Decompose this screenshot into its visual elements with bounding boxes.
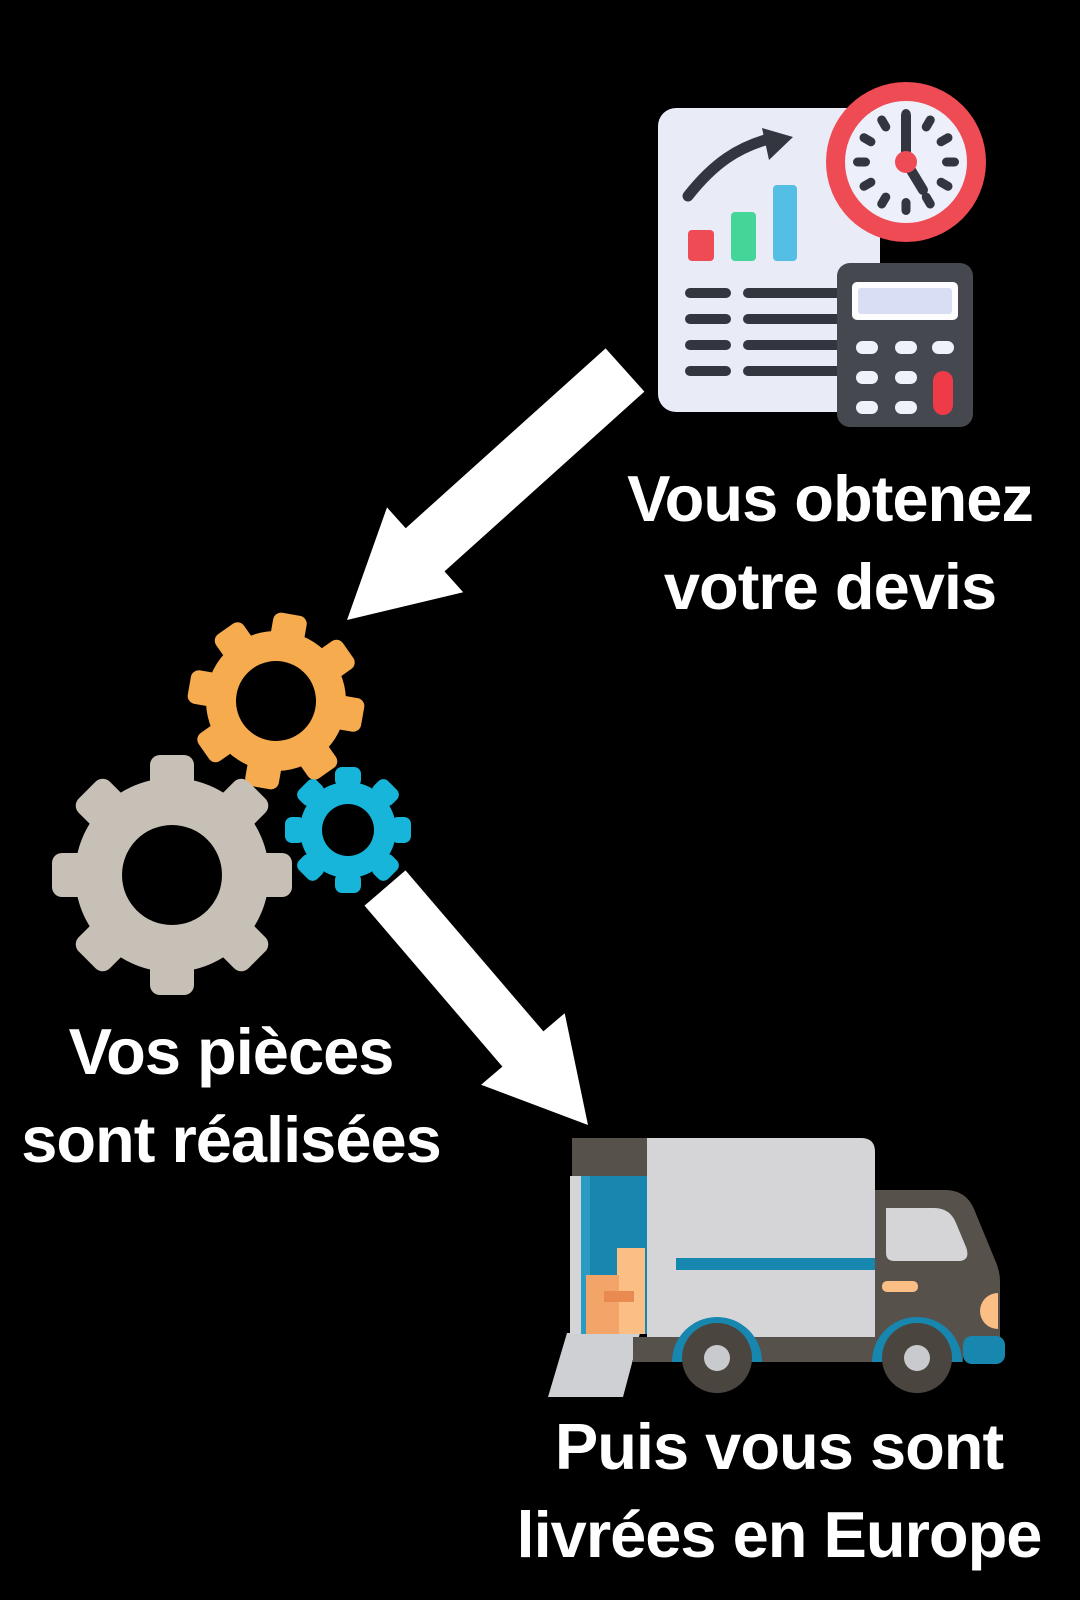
truck-cargo-body	[647, 1138, 875, 1340]
rear-wheel-hub	[704, 1345, 730, 1371]
truck-window	[886, 1208, 968, 1261]
truck-stripe	[676, 1258, 875, 1270]
growth-arrow-icon	[682, 132, 778, 202]
truck-headlight	[980, 1293, 998, 1329]
growth-arrow-head	[762, 128, 793, 160]
delivery-truck-icon	[548, 1138, 1005, 1397]
step-delivery-label-line1: Puis vous sont	[554, 1410, 1004, 1483]
step-delivery-label: Puis vous sont livrées en Europe	[494, 1403, 1064, 1579]
gear-blue-icon	[285, 767, 411, 893]
gear-orange-icon	[187, 612, 365, 790]
truck-door-frame	[570, 1176, 581, 1334]
truck-door-handle	[882, 1281, 918, 1292]
clock-icon	[826, 82, 986, 242]
step-quote-label-line1: Vous obtenez	[627, 462, 1034, 535]
quote-illustration	[658, 82, 986, 427]
document-text-lines	[685, 288, 855, 376]
bar-red	[688, 230, 714, 261]
truck-door-header	[572, 1138, 648, 1177]
bar-chart-icon	[688, 185, 797, 261]
truck-cargo-interior-highlight	[581, 1176, 590, 1334]
cargo-box-stripe	[604, 1291, 634, 1302]
step-quote-label: Vous obtenez votre devis	[580, 455, 1080, 631]
gear-gray-icon	[52, 755, 292, 995]
clock-center-dot	[895, 151, 917, 173]
step-quote-label-line2: votre devis	[663, 549, 997, 623]
truck-ramp	[548, 1333, 640, 1397]
calculator-screen-inner	[858, 288, 952, 314]
arrow-down-right-icon	[364, 870, 588, 1125]
step-production-label: Vos pièces sont réalisées	[0, 1008, 481, 1184]
cargo-boxes-icon	[586, 1248, 645, 1334]
front-wheel-hub	[904, 1345, 930, 1371]
cargo-box-low	[586, 1275, 619, 1334]
step-production-label-line1: Vos pièces	[68, 1015, 395, 1088]
calculator-icon	[837, 263, 973, 427]
step-delivery-label-line2: livrées en Europe	[516, 1497, 1043, 1571]
bar-blue	[773, 185, 797, 261]
document-page-icon	[658, 108, 880, 412]
cargo-box-tab	[622, 1250, 634, 1268]
calculator-buttons	[856, 341, 954, 414]
step-production-label-line2: sont réalisées	[21, 1102, 442, 1176]
bar-green	[731, 212, 756, 261]
gears-icon	[52, 612, 411, 995]
truck-bumper	[963, 1336, 1005, 1364]
arrow-down-left-icon	[347, 348, 645, 620]
calculator-red-button	[933, 371, 953, 415]
